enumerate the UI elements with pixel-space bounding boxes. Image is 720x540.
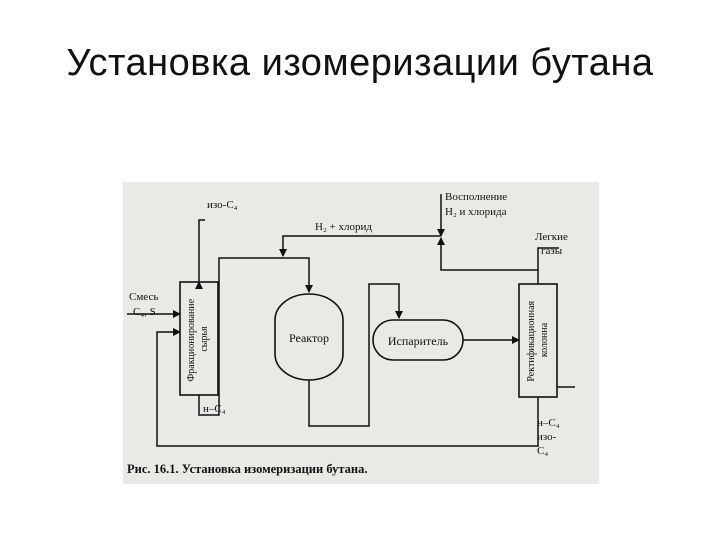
iso-c4-product-line	[195, 219, 205, 289]
light-gases-label-line2: газы	[541, 245, 563, 257]
figure-caption: Рис. 16.1. Установка изомеризации бутана…	[127, 462, 368, 476]
n-c4-bottom-label: н–С₄	[203, 403, 226, 415]
fractionation-label: Фракционирование сырья	[186, 296, 210, 381]
rectification-column	[518, 283, 558, 398]
reactor-label: Реактор	[289, 331, 329, 345]
piping	[127, 194, 575, 447]
feed-label-line1: Смесь	[129, 291, 158, 303]
iso-right-label-line1: изо-	[537, 431, 557, 443]
diagram-svg: Фракционирование сырья Реактор Испарител…	[127, 191, 575, 457]
iso-right-label-line2: С₄	[537, 445, 548, 457]
slide-title: Установка изомеризации бутана	[66, 42, 654, 84]
light-gases-line	[537, 247, 559, 270]
h2-chloride-label: Н₂ + хлорид	[315, 221, 372, 233]
column-label: Ректификационная колонна	[526, 298, 550, 381]
evaporator-label: Испаритель	[388, 334, 449, 348]
n-c4-right-label: н–С₄	[537, 417, 560, 429]
reactor-effluent-line	[308, 283, 403, 427]
column-overhead-recycle-line	[437, 237, 539, 284]
makeup-label-line1: Восполнение	[445, 191, 507, 203]
n-c4-recycle-line	[156, 328, 539, 447]
process-flow-diagram: Фракционирование сырья Реактор Испарител…	[123, 182, 599, 484]
feed-label-line2: С₄, S	[133, 306, 156, 318]
iso-c4-top-label: изо-С₄	[207, 199, 238, 211]
h2-chloride-recycle-line	[279, 235, 441, 257]
light-gases-label-line1: Легкие	[535, 231, 568, 243]
makeup-label-line2: Н₂ и хлорида	[445, 206, 507, 218]
n-c4-to-reactor-line	[198, 257, 313, 416]
